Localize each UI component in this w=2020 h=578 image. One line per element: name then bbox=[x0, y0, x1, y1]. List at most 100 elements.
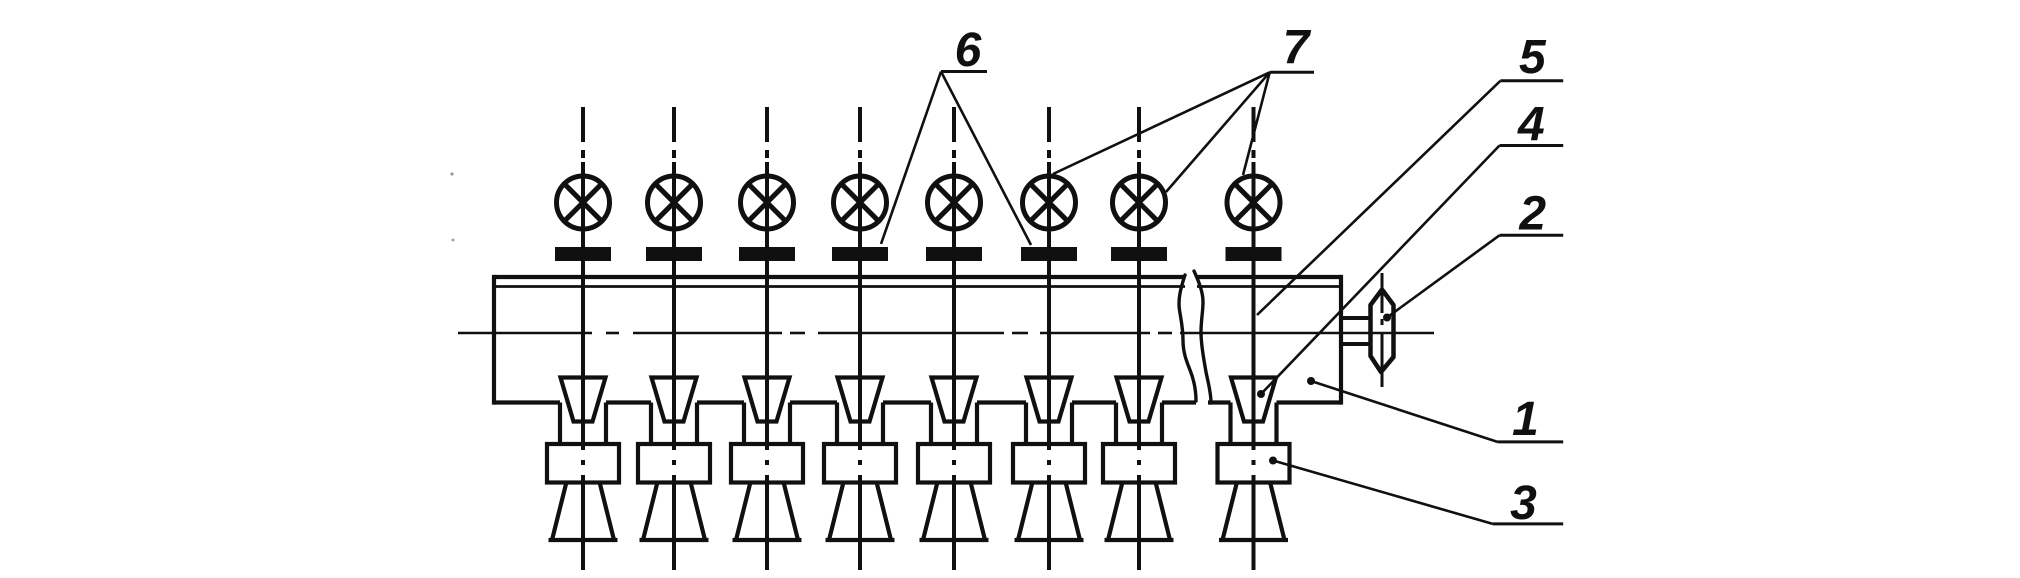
nozzle-cone-right-wall bbox=[1153, 483, 1173, 541]
callout-label-5: 5 bbox=[1519, 31, 1547, 84]
valve-gland-bar bbox=[646, 247, 702, 261]
valve-cross-icon bbox=[561, 181, 605, 224]
nozzle-block bbox=[821, 441, 899, 485]
nozzle-cone-left-wall bbox=[1105, 483, 1125, 541]
callout-label-3: 3 bbox=[1510, 477, 1537, 530]
callout-2: 2 bbox=[1383, 188, 1564, 322]
nozzle-block bbox=[915, 441, 993, 485]
nozzle-block bbox=[728, 441, 806, 485]
nozzle-cone-left-wall bbox=[640, 483, 660, 541]
leader-line bbox=[1386, 234, 1501, 319]
leader-line bbox=[879, 71, 943, 245]
valve-assembly-6 bbox=[1010, 107, 1088, 570]
valve-cross-icon bbox=[932, 181, 976, 224]
valve-assembly-4 bbox=[821, 107, 899, 570]
valve-gland-bar bbox=[739, 247, 795, 261]
valve-gland-bar bbox=[926, 247, 982, 261]
valve-circle-symbol bbox=[1020, 173, 1078, 232]
valve-assembly-1 bbox=[544, 107, 622, 570]
end-fitting bbox=[1341, 273, 1396, 387]
valve-circle-symbol bbox=[925, 173, 983, 232]
callout-label-4: 4 bbox=[1517, 99, 1545, 152]
valve-assembly-5 bbox=[915, 107, 993, 570]
valve-seat-trapezoid bbox=[741, 375, 793, 424]
manifold-left-body bbox=[491, 274, 1196, 405]
valve-gland-bar bbox=[555, 247, 611, 261]
leader-line bbox=[1272, 459, 1494, 526]
nozzle-cone-left-wall bbox=[733, 483, 753, 541]
valve-assembly-8 bbox=[1215, 107, 1292, 570]
scan-speck bbox=[450, 172, 454, 176]
nozzle-cone-right-wall bbox=[1063, 483, 1083, 541]
nozzle-block bbox=[1010, 441, 1088, 485]
leader-line bbox=[1256, 79, 1502, 316]
valve-circle-symbol bbox=[738, 173, 796, 232]
leader-dot bbox=[1257, 390, 1265, 398]
leader-line bbox=[1241, 71, 1271, 176]
manifold-right-body bbox=[1197, 274, 1344, 405]
valve-seat-trapezoid bbox=[834, 375, 886, 424]
callout-label-7: 7 bbox=[1283, 22, 1312, 75]
valve-circle-symbol bbox=[554, 173, 612, 232]
break-line-left bbox=[1177, 273, 1198, 403]
valve-seat-trapezoid bbox=[1023, 375, 1075, 424]
nozzle-block bbox=[1100, 441, 1178, 485]
valve-assembly-7 bbox=[1100, 107, 1178, 570]
nozzle-cone-left-wall bbox=[1220, 483, 1239, 541]
valve-cross-icon bbox=[1232, 181, 1275, 224]
callout-1: 1 bbox=[1307, 377, 1564, 446]
valve-seat-trapezoid bbox=[557, 375, 609, 424]
valve-seat-trapezoid bbox=[1113, 375, 1165, 424]
valve-cross-icon bbox=[652, 181, 696, 224]
nozzle-cone-right-wall bbox=[874, 483, 894, 541]
valve-gland-bar bbox=[832, 247, 888, 261]
callout-label-6: 6 bbox=[955, 24, 982, 77]
valve-gland-bar bbox=[1111, 247, 1167, 261]
nozzle-cone-left-wall bbox=[1015, 483, 1035, 541]
nozzle-cone-right-wall bbox=[781, 483, 801, 541]
nozzle-cone-left-wall bbox=[826, 483, 846, 541]
callout-4: 4 bbox=[1257, 99, 1564, 398]
nozzle-cone-left-wall bbox=[549, 483, 569, 541]
callout-6: 6 bbox=[879, 24, 1033, 246]
valve-seat-trapezoid bbox=[1228, 375, 1279, 424]
valve-circle-symbol bbox=[831, 173, 889, 232]
valve-gland-bar bbox=[1225, 247, 1282, 261]
nozzle-cone-right-wall bbox=[968, 483, 988, 541]
nozzle-cone-right-wall bbox=[1268, 483, 1287, 541]
nozzle-cone-right-wall bbox=[597, 483, 617, 541]
valve-gland-bar bbox=[1021, 247, 1077, 261]
scan-speck bbox=[451, 238, 455, 242]
valve-cross-icon bbox=[1117, 181, 1161, 224]
valve-cross-icon bbox=[838, 181, 882, 224]
valve-circle-symbol bbox=[1224, 173, 1283, 232]
leader-dot bbox=[1383, 313, 1391, 322]
nozzle-block bbox=[1215, 441, 1292, 485]
nozzle-cone-left-wall bbox=[920, 483, 940, 541]
leader-line bbox=[1052, 71, 1271, 176]
nozzle-cone-right-wall bbox=[688, 483, 708, 541]
leader-dot bbox=[1307, 377, 1315, 385]
callout-label-2: 2 bbox=[1518, 188, 1546, 241]
nozzle-block bbox=[544, 441, 622, 485]
callout-5: 5 bbox=[1256, 31, 1564, 316]
callout-3: 3 bbox=[1269, 456, 1564, 530]
valve-assembly-3 bbox=[728, 107, 806, 570]
leader-dot bbox=[1269, 456, 1277, 465]
callout-7: 7 bbox=[1052, 22, 1314, 193]
leader-line bbox=[1310, 379, 1498, 444]
valve-cross-icon bbox=[745, 181, 789, 224]
valve-circle-symbol bbox=[1110, 173, 1168, 232]
leader-line bbox=[1165, 71, 1271, 193]
callout-label-1: 1 bbox=[1512, 393, 1539, 446]
leader-line bbox=[1260, 144, 1501, 395]
valve-assembly-2 bbox=[635, 107, 713, 570]
leader-line bbox=[939, 70, 1033, 246]
valve-cross-icon bbox=[1027, 181, 1071, 224]
valve-circle-symbol bbox=[645, 173, 703, 232]
valve-seat-trapezoid bbox=[648, 375, 700, 424]
nozzle-block bbox=[635, 441, 713, 485]
